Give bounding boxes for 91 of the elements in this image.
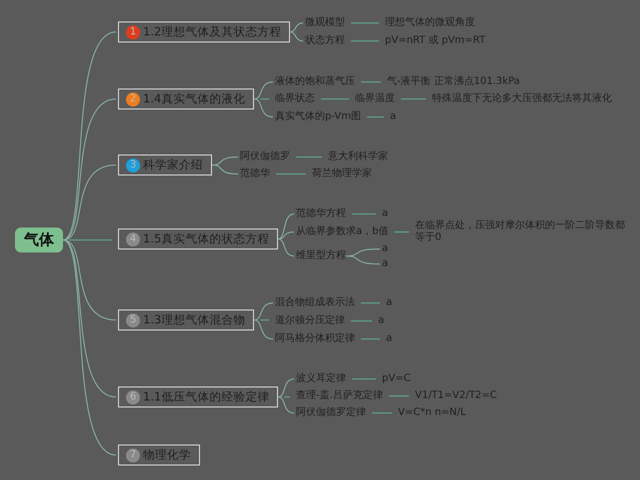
connector xyxy=(346,256,380,264)
connector xyxy=(388,395,409,397)
topic-label: 1.2理想气体及其状态方程 xyxy=(143,24,282,40)
connector xyxy=(290,32,304,42)
connector xyxy=(260,319,269,321)
connector xyxy=(278,396,294,414)
branch-label: pV=nRT 或 pVm=RT xyxy=(385,35,486,47)
branch-label: a xyxy=(390,111,396,123)
connector xyxy=(366,116,384,118)
branch-label: 特殊温度下无论多大压强都无法将其液化 xyxy=(432,93,612,105)
connector xyxy=(276,173,306,175)
branch-label: a xyxy=(382,258,388,270)
topic-label: 1.1低压气体的经验定律 xyxy=(143,390,270,404)
connector xyxy=(260,98,269,100)
branch-label: pV=C xyxy=(382,373,411,385)
connector xyxy=(361,81,381,83)
branch-label: 在临界点处，压强对摩尔体积的一阶二阶导数都等于0 xyxy=(415,220,630,244)
branch-label: 范德华 xyxy=(240,168,270,180)
branch-label: 临界温度 xyxy=(355,93,395,105)
topic-box xyxy=(118,444,200,466)
connector xyxy=(351,40,379,42)
connector xyxy=(296,156,322,158)
connector xyxy=(62,240,116,456)
connector xyxy=(62,98,116,240)
connector xyxy=(401,98,426,100)
number-badge: 1 xyxy=(126,25,140,39)
connector xyxy=(254,82,274,100)
connector xyxy=(278,232,294,240)
connector xyxy=(352,378,376,380)
topic-label: 1.4真实气体的液化 xyxy=(143,92,246,106)
connector xyxy=(254,98,274,118)
branch-label: 气-液平衡 正常沸点101.3kPa xyxy=(387,76,520,88)
topic-label: 1.3理想气体混合物 xyxy=(143,312,246,328)
connector xyxy=(254,302,274,320)
topic-box xyxy=(118,386,278,408)
branch-label: a xyxy=(386,333,392,345)
connector xyxy=(361,338,380,340)
branch-label: 意大利科学家 xyxy=(328,151,388,163)
branch-label: 阿伏伽德罗定律 xyxy=(296,407,366,419)
connector xyxy=(278,238,294,256)
branch-label: 临界状态 xyxy=(275,93,315,105)
connector xyxy=(62,240,116,320)
branch-label: V1/T1=V2/T2=C xyxy=(415,390,497,402)
connector xyxy=(321,98,349,100)
branch-label: V=C*n n=N/L xyxy=(398,407,466,419)
branch-label: 阿马格分体积定律 xyxy=(275,333,355,345)
topic-box xyxy=(118,154,212,176)
topic-box xyxy=(118,88,254,110)
connector xyxy=(62,32,116,240)
branch-label: a xyxy=(382,243,388,255)
branch-label: 查理-盖.吕萨克定律 xyxy=(296,390,383,402)
branch-label: 阿伏伽德罗 xyxy=(240,151,290,163)
topic-box xyxy=(118,310,254,330)
connector xyxy=(394,231,409,233)
number-badge: 2 xyxy=(126,92,140,106)
topic-label: 1.5真实气体的状态方程 xyxy=(143,232,270,246)
branch-label: a xyxy=(386,297,392,309)
connector xyxy=(212,164,238,174)
branch-label: 混合物组成表示法 xyxy=(275,297,355,309)
branch-label: a xyxy=(378,315,384,327)
connector xyxy=(351,22,379,24)
branch-label: 波义耳定律 xyxy=(296,373,346,385)
number-badge: 3 xyxy=(126,158,140,172)
root-node: 气体 xyxy=(15,228,63,252)
connector xyxy=(351,320,372,322)
branch-label: 液体的饱和蒸气压 xyxy=(275,76,355,88)
branch-label: 状态方程 xyxy=(305,35,345,47)
branch-label: 真实气体的p-Vm图 xyxy=(275,111,361,123)
topic-box xyxy=(118,22,290,42)
branch-label: 维里型方程 xyxy=(296,250,346,262)
connector xyxy=(254,320,274,340)
connector xyxy=(284,396,290,398)
branch-label: 范德华方程 xyxy=(296,208,346,220)
topic-label: 科学家介绍 xyxy=(143,158,203,172)
topic-box xyxy=(118,228,278,250)
branch-label: 道尔顿分压定律 xyxy=(275,315,345,327)
connector xyxy=(352,213,376,215)
branch-label: a xyxy=(382,208,388,220)
connector xyxy=(290,22,304,32)
branch-label: 理想气体的微观角度 xyxy=(385,17,475,29)
connector xyxy=(62,164,116,240)
connector xyxy=(278,378,294,398)
branch-label: 微观模型 xyxy=(305,17,345,29)
topic-label: 物理化学 xyxy=(143,448,191,462)
connector xyxy=(372,412,392,414)
branch-label: 荷兰物理学家 xyxy=(312,168,372,180)
connector xyxy=(69,239,112,241)
connector xyxy=(361,302,380,304)
connector xyxy=(62,240,116,398)
branch-label: 从临界参数求a，b值 xyxy=(296,226,388,238)
connector xyxy=(278,214,294,240)
